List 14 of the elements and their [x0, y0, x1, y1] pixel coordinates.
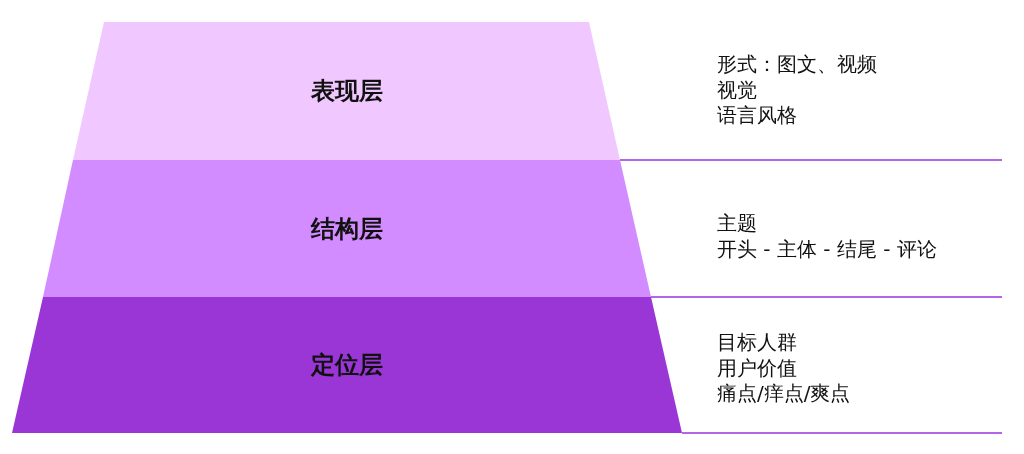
- layer-detail-text: 语言风格: [717, 103, 797, 129]
- layer-title: 定位层: [311, 350, 383, 381]
- layer-detail-text: 痛点/痒点/爽点: [717, 381, 851, 407]
- layer-detail-text: 目标人群: [717, 330, 797, 356]
- layer-detail-text: 用户价值: [717, 355, 797, 381]
- layer-detail-text: 开头 - 主体 - 结尾 - 评论: [717, 236, 937, 262]
- layer-title: 表现层: [310, 76, 383, 107]
- pyramid-layer: [73, 22, 620, 160]
- layer-detail-text: 视觉: [717, 77, 757, 103]
- pyramid-layer: [12, 297, 682, 433]
- layer-detail-text: 主题: [717, 211, 757, 237]
- layer-title: 结构层: [310, 213, 383, 245]
- pyramid-layer: [43, 160, 651, 297]
- layer-detail-text: 形式：图文、视频: [717, 52, 877, 78]
